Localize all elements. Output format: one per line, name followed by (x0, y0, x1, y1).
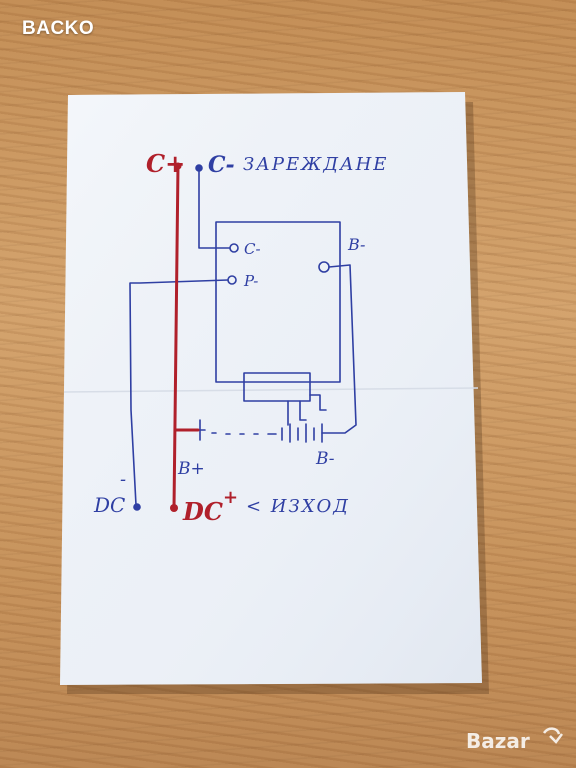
bms-board (215, 221, 341, 383)
p-minus-wire (129, 279, 229, 506)
board-c-minus-label: C- (244, 240, 261, 258)
b-minus-wire (321, 264, 357, 434)
board-p-minus-label: P- (243, 272, 258, 290)
charge-label: ЗАРЕЖДАНЕ (243, 154, 388, 175)
battery-plus-label: B+ (177, 459, 205, 479)
dc-minus-sign: - (120, 469, 126, 490)
circuit-diagram (129, 164, 357, 511)
dc-plus-label: DC (182, 497, 223, 526)
bazar-logo-watermark: Bazar (466, 727, 563, 753)
resistor-block (243, 372, 311, 402)
watermark-username: BACKO (22, 18, 95, 39)
c-plus-label: C+ (146, 149, 185, 178)
positive-rail (170, 162, 200, 512)
c-minus-wire (198, 169, 231, 249)
dc-plus-sign: + (223, 487, 238, 508)
svg-text:Bazar: Bazar (466, 729, 530, 753)
c-minus-top-label: C- (208, 152, 235, 178)
board-b-minus-label: B- (347, 235, 365, 254)
battery-minus-label: B- (315, 449, 335, 469)
output-label: < ИЗХОД (246, 496, 350, 517)
dc-minus-label: DC (93, 493, 125, 517)
